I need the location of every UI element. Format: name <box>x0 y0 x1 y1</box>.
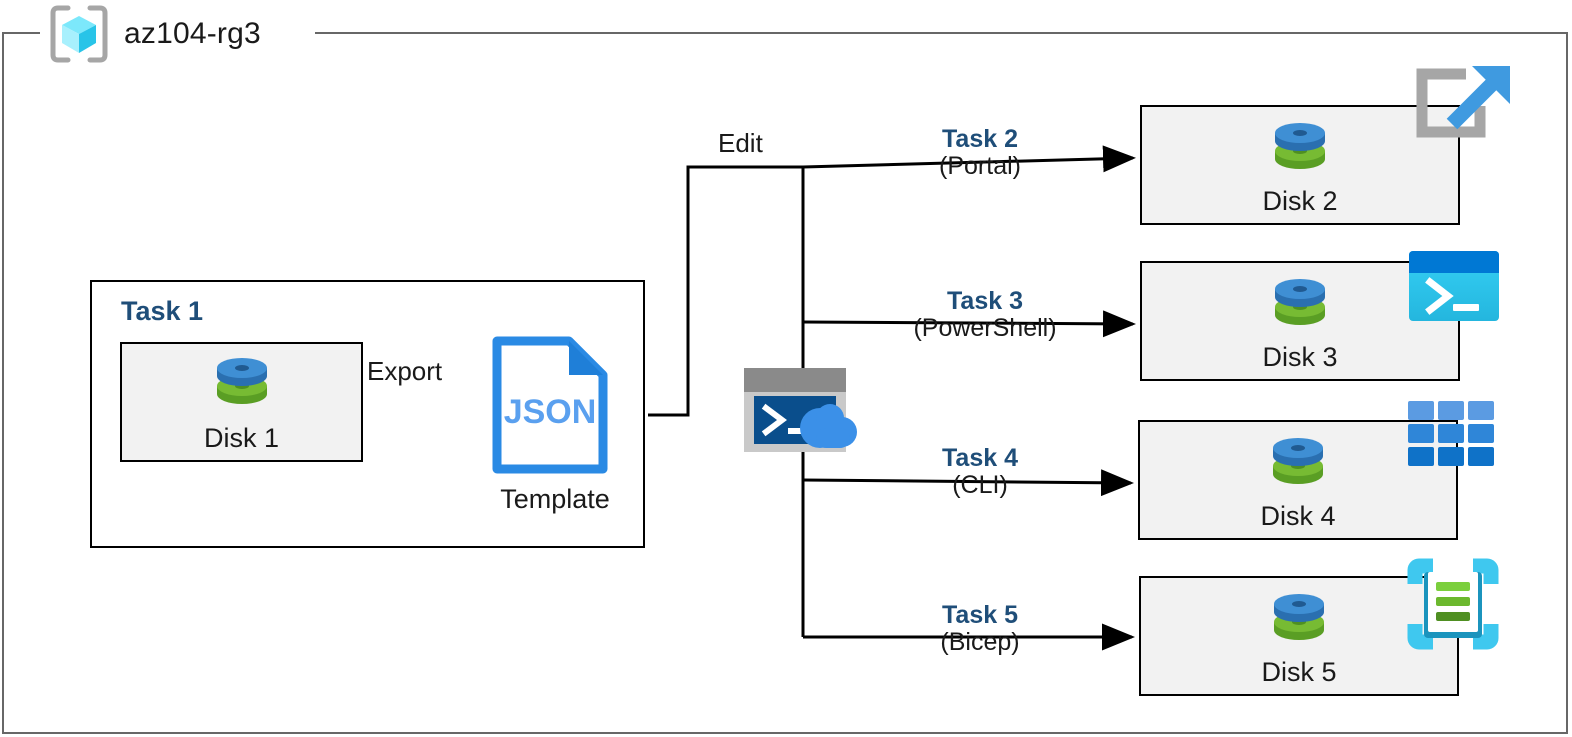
task-3-label: Task 3 <box>947 287 1023 315</box>
branch-label-task-3: Task 3 (PowerShell) <box>845 288 1125 341</box>
bicep-icon[interactable] <box>1407 558 1499 655</box>
powershell-icon[interactable] <box>1408 250 1500 327</box>
azure-cli-icon[interactable] <box>1407 400 1497 473</box>
disk-2-box[interactable]: Disk 2 <box>1140 105 1460 225</box>
disk-icon <box>1269 273 1331 340</box>
azure-portal-icon[interactable] <box>1408 60 1516 173</box>
template-caption: Template <box>500 484 610 514</box>
disk-5-box[interactable]: Disk 5 <box>1139 576 1459 696</box>
task-2-label: Task 2 <box>942 125 1018 153</box>
disk-icon <box>1269 117 1331 184</box>
resource-group-name: az104-rg3 <box>124 17 261 50</box>
disk-1-caption: Disk 1 <box>203 423 279 453</box>
disk-icon <box>1267 432 1329 499</box>
disk-4-caption: Disk 4 <box>1260 501 1336 531</box>
disk-5-caption: Disk 5 <box>1261 657 1337 687</box>
resource-group-boundary <box>2 32 1568 734</box>
cloud-shell-icon[interactable] <box>742 366 866 459</box>
disk-2-caption: Disk 2 <box>1262 186 1338 216</box>
task-5-tool: (Bicep) <box>940 627 1020 656</box>
json-badge-text: JSON <box>504 393 597 431</box>
disk-3-box[interactable]: Disk 3 <box>1140 261 1460 381</box>
task-5-label: Task 5 <box>942 601 1018 629</box>
export-label: Export <box>367 356 443 386</box>
disk-icon <box>211 352 273 419</box>
task-4-tool: (CLI) <box>952 470 1008 499</box>
branch-label-task-2: Task 2 (Portal) <box>855 126 1105 179</box>
task-4-label: Task 4 <box>942 444 1018 472</box>
branch-label-task-4: Task 4 (CLI) <box>855 445 1105 498</box>
resource-group-header: az104-rg3 <box>48 3 269 65</box>
resource-group-cube-icon <box>48 3 110 65</box>
edit-label: Edit <box>718 128 763 158</box>
task-1-label: Task 1 <box>121 296 204 326</box>
cloud-glyph <box>800 404 857 448</box>
json-file-icon[interactable]: JSON <box>491 335 609 480</box>
disk-4-box[interactable]: Disk 4 <box>1138 420 1458 540</box>
disk-1-box[interactable]: Disk 1 <box>120 342 363 462</box>
branch-label-task-5: Task 5 (Bicep) <box>855 602 1105 655</box>
task-3-tool: (PowerShell) <box>913 313 1057 342</box>
disk-icon <box>1268 588 1330 655</box>
task-2-tool: (Portal) <box>939 151 1021 180</box>
disk-3-caption: Disk 3 <box>1262 342 1338 372</box>
